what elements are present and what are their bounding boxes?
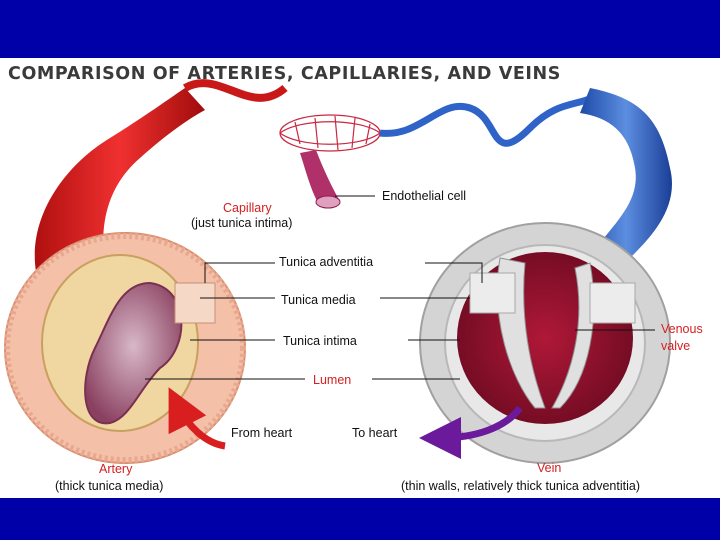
- label-artery: Artery: [99, 462, 133, 476]
- label-tunica-adventitia: Tunica adventitia: [279, 255, 374, 269]
- diagram-title: Comparison of Arteries, Capillaries, and…: [8, 64, 561, 84]
- capillary-tube: [300, 150, 338, 203]
- to-heart-arrow: [419, 405, 523, 459]
- label-artery-note: (thick tunica media): [55, 479, 164, 493]
- label-capillary: Capillary: [223, 201, 272, 215]
- from-heart-arrow: [168, 387, 226, 450]
- label-lumen: Lumen: [313, 373, 352, 387]
- label-tunica-intima: Tunica intima: [283, 334, 357, 348]
- label-to-heart: To heart: [352, 426, 398, 440]
- vein-cross-section: [419, 222, 671, 464]
- artery-cross-section: [4, 232, 246, 464]
- label-venous-valve-line1: Venous: [661, 322, 703, 336]
- vein-tube: [580, 88, 672, 258]
- arteriole: [183, 79, 288, 102]
- label-venous-valve-line2: valve: [661, 339, 691, 353]
- capillary-network: [279, 114, 381, 152]
- label-tunica-media: Tunica media: [281, 293, 356, 307]
- artery-tube: [34, 88, 206, 288]
- vessel-illustration: [4, 79, 672, 464]
- slide-bottom-band: [0, 498, 720, 540]
- label-from-heart: From heart: [231, 426, 293, 440]
- label-vein: Vein: [537, 461, 562, 475]
- capillary-opening: [315, 195, 341, 209]
- label-endothelial-cell: Endothelial cell: [382, 189, 467, 203]
- slide-top-band: [0, 0, 720, 58]
- leader-lines: [145, 195, 655, 380]
- label-capillary-note: (just tunica intima): [191, 216, 293, 230]
- venule: [379, 90, 603, 147]
- label-vein-note: (thin walls, relatively thick tunica adv…: [401, 479, 640, 493]
- diagram-panel: Comparison of Arteries, Capillaries, and…: [0, 58, 720, 498]
